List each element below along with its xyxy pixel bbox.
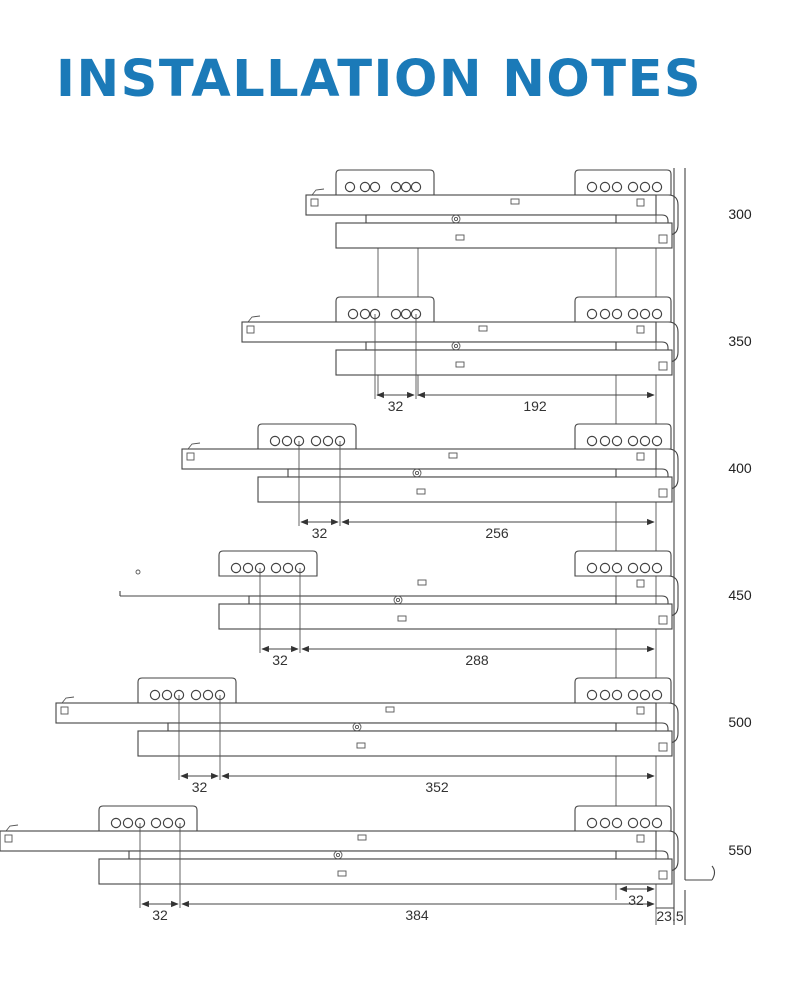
hole-spacing-label: 32 bbox=[192, 779, 208, 795]
cabinet-wall bbox=[673, 168, 716, 925]
hole-dimension-500: 32 352 bbox=[178, 695, 655, 795]
drawer-length-450: 450 bbox=[728, 587, 752, 603]
drawer-slide-500: 500 bbox=[55, 677, 752, 757]
rear-spacing-label: 32 bbox=[628, 892, 644, 908]
drawer-slide-400: 400 bbox=[181, 423, 752, 503]
hole-distance-label: 256 bbox=[485, 525, 509, 541]
drawer-slide-450: 450 bbox=[119, 550, 752, 630]
drawer-length-500: 500 bbox=[728, 714, 752, 730]
hole-distance-label: 192 bbox=[523, 398, 547, 414]
drawer-slide-550: 550 bbox=[0, 805, 752, 885]
edge-offset-label: 23.5 bbox=[656, 908, 683, 924]
hole-spacing-label: 32 bbox=[152, 907, 168, 923]
drawer-length-350: 350 bbox=[728, 333, 752, 349]
hole-spacing-label: 32 bbox=[272, 652, 288, 668]
hole-dimension-450: 32 288 bbox=[259, 568, 655, 668]
hole-dimension-350: 32 192 bbox=[374, 314, 655, 414]
rear-dimension: 32 23.5 bbox=[619, 885, 684, 924]
drawer-length-400: 400 bbox=[728, 460, 752, 476]
page-title: INSTALLATION NOTES bbox=[56, 50, 703, 109]
drawer-slide-300: 300 bbox=[305, 169, 752, 249]
hole-distance-label: 352 bbox=[425, 779, 449, 795]
drawer-length-300: 300 bbox=[728, 206, 752, 222]
drawer-length-550: 550 bbox=[728, 842, 752, 858]
hole-dimension-400: 32 256 bbox=[298, 441, 655, 541]
hole-spacing-label: 32 bbox=[388, 398, 404, 414]
hole-dimension-550: 32 384 bbox=[139, 823, 655, 923]
drawer-slide-350: 350 bbox=[241, 296, 752, 376]
hole-distance-label: 384 bbox=[405, 907, 429, 923]
hole-distance-label: 288 bbox=[465, 652, 489, 668]
hole-spacing-label: 32 bbox=[312, 525, 328, 541]
